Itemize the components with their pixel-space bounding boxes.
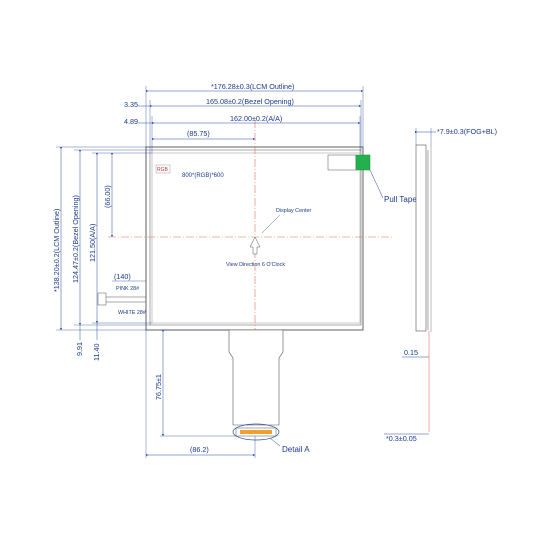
dim-03-text: *0.3±0.05: [386, 434, 417, 443]
dim-center-x-text: (85.75): [187, 129, 210, 138]
wire-pos-dim: (140): [114, 272, 131, 281]
view-direction-arrow-icon: [249, 236, 261, 255]
detail-a-circle: [232, 423, 280, 441]
resolution-label: 800*(RGB)*600: [182, 173, 224, 179]
active-area: [151, 152, 361, 324]
dim-fpc-len-text: 76.75±1: [154, 374, 163, 400]
dim-fpc-x-text: (86.2): [190, 445, 209, 454]
dim-1140-text: 11.40: [92, 344, 101, 361]
fpc-connector: [240, 430, 272, 434]
pull-tape: [355, 154, 371, 171]
dim-991-text: 9.91: [75, 342, 84, 356]
wire-connector: [97, 292, 107, 306]
wire-white-label: WHITE 28#: [118, 310, 146, 316]
dim-aa-w-text: 162.00±0.2(A/A): [230, 114, 282, 123]
detail-a-label: Detail A: [282, 445, 310, 454]
bezel-opening: [149, 149, 362, 326]
dim-015-text: 0.15: [404, 348, 418, 357]
dim-lcm-w-text: *176.28±0.3(LCM Outline): [211, 82, 294, 91]
view-direction-label: View Direction 6 O'Clock: [226, 262, 285, 268]
dim-lcm-h-text: *138.20±0.2(LCM Outline): [52, 209, 61, 292]
pull-tape-strip: [327, 154, 357, 171]
dim-thickness-text: *7.9±0.3(FOG+BL): [437, 127, 497, 136]
dim-bezel-w-text: 165.08±0.2(Bezel Opening): [206, 97, 294, 106]
wire-pink-label: PINK 28#: [116, 286, 139, 292]
dim-aa-h-text: 121.50(A/A): [88, 224, 97, 262]
display-center-leader: [261, 214, 281, 234]
detail-a-leader: [269, 437, 281, 447]
fpc-tail: [228, 329, 284, 426]
dim-335-text: 3.35: [124, 100, 138, 109]
display-center-label: Display Center: [276, 208, 312, 214]
pull-tape-leader: [369, 169, 384, 199]
pull-tape-label: Pull Tape: [384, 195, 417, 204]
side-view-body: [415, 144, 427, 332]
dim-center-y-text: (66.00): [103, 185, 112, 208]
dim-489-text: 4.89: [124, 117, 138, 126]
rgb-mark-box: [155, 164, 171, 174]
dim-bezel-h-text: 124.47±0.2(Bezel Opening): [71, 195, 80, 283]
rgb-mark: RGB: [157, 167, 169, 173]
